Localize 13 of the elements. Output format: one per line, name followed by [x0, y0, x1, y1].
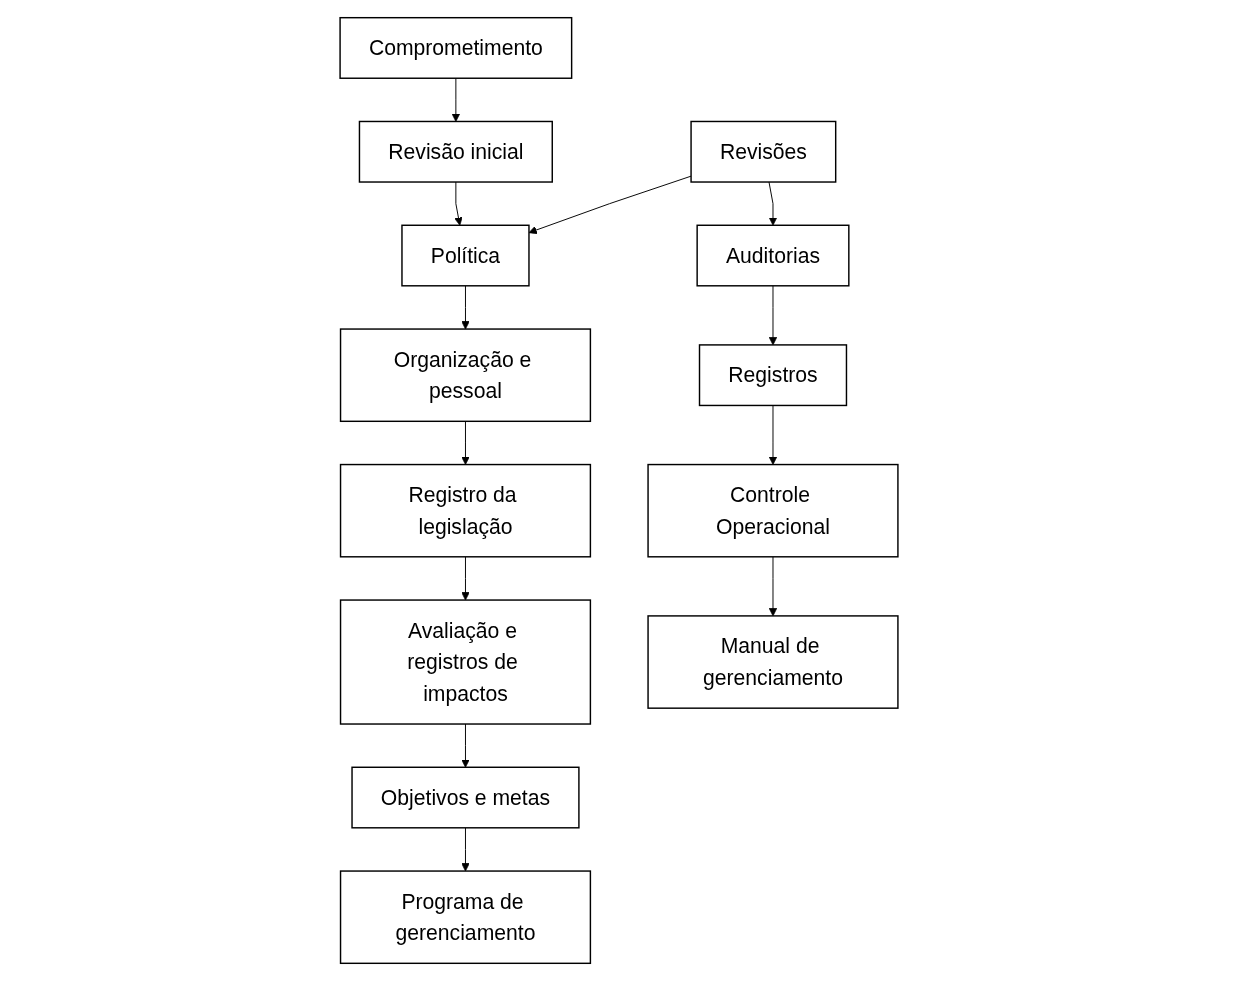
node-box: Avaliação e registros de impactos	[339, 599, 592, 725]
node-box: Comprometimento	[339, 16, 573, 79]
node-box: Programa de gerenciamento	[339, 870, 592, 965]
node-box: Objetivos e metas	[351, 766, 580, 829]
node-box: Organização e pessoal	[339, 328, 592, 423]
node-box: Manual de gerenciamento	[647, 615, 899, 709]
node-box: Revisões	[690, 120, 837, 183]
node-box: Controle Operacional	[647, 463, 899, 558]
node-box: Registros	[698, 344, 848, 407]
node-box: Registro da legislação	[339, 463, 592, 558]
node-box: Política	[401, 224, 530, 287]
node-box: Auditorias	[696, 224, 850, 287]
node-box: Revisão inicial	[358, 120, 553, 183]
